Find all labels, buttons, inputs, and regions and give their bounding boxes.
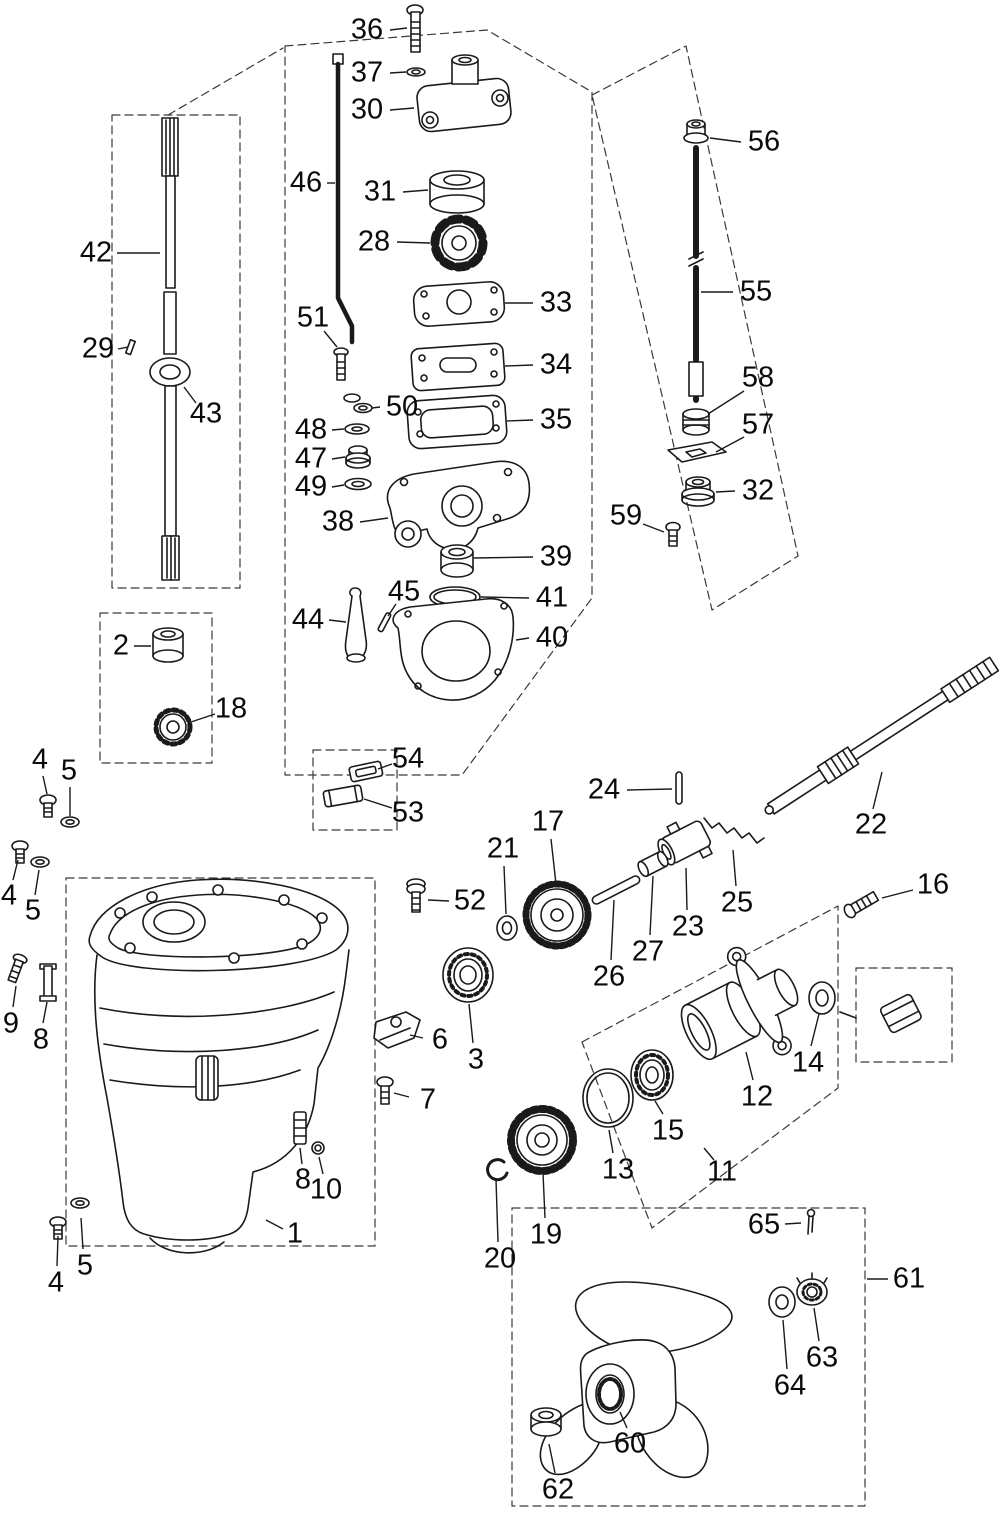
part-anode-8b: [293, 1111, 307, 1145]
part-gasket-40: [392, 597, 515, 701]
part-bolt-4c: [49, 1216, 67, 1240]
part-bolt-7: [376, 1076, 394, 1105]
group-boundary-boxes: [65, 29, 953, 1507]
part-bolt-52: [406, 878, 426, 913]
part-nut-10: [311, 1141, 325, 1155]
part-washer-49: [344, 477, 372, 491]
part-cap-56: [683, 119, 709, 144]
part-washer-48: [344, 423, 370, 435]
part-washer-5b: [30, 856, 50, 868]
part-forward-gear-17: [522, 880, 592, 950]
part-rod-26: [591, 875, 641, 905]
part-pin-24: [676, 772, 682, 804]
part-pump-base-38: [386, 460, 531, 551]
part-bushing-32: [681, 476, 715, 507]
part-shift-rod-rear: [665, 119, 727, 547]
part-pinion-gear: [153, 707, 193, 747]
part-oring-13: [582, 1068, 634, 1128]
part-pin-45: [377, 612, 392, 633]
part-propeller-group: [530, 1208, 828, 1479]
part-bolt-51: [333, 347, 349, 381]
part-pin-29: [126, 340, 135, 355]
part-shift-rod-front: [332, 53, 373, 491]
part-bolt-59: [665, 521, 681, 547]
part-washer-64: [768, 1286, 796, 1318]
part-clutch-group: [591, 772, 764, 905]
part-water-pump: [344, 4, 531, 701]
part-washer-5c: [70, 1197, 90, 1209]
part-prop-shaft: [764, 656, 1000, 815]
part-clip-53: [322, 784, 364, 808]
part-bearing-carrier: [680, 946, 799, 1061]
part-bearing-2: [152, 627, 184, 663]
part-driveshaft: [126, 117, 191, 581]
part-spring-25: [704, 818, 764, 843]
part-bolt-16: [843, 890, 880, 919]
part-washer-37: [406, 67, 426, 77]
part-cotter-pin-65: [806, 1208, 816, 1235]
part-seal-39: [440, 544, 474, 578]
part-clip-54: [348, 760, 384, 783]
part-reverse-gear-19: [507, 1105, 577, 1175]
part-propeller: [539, 1281, 733, 1479]
part-washers-50: [343, 393, 373, 414]
part-gasket-33: [412, 281, 506, 327]
part-washer-21: [496, 915, 518, 941]
part-boot-44: [344, 587, 368, 663]
part-gearcase-housing: [88, 878, 350, 1254]
part-seal-14: [808, 981, 836, 1015]
part-washer-5a: [60, 816, 80, 828]
part-grommet-47: [345, 445, 371, 469]
part-anode-6: [373, 1011, 421, 1049]
part-impeller-28: [430, 214, 488, 272]
part-spacer-63: [796, 1272, 828, 1306]
part-bearing-15: [630, 1049, 674, 1101]
part-bolt-4b: [11, 840, 29, 864]
part-pump-housing-30: [416, 54, 512, 133]
connector-line: [840, 1012, 856, 1018]
part-gasket-35: [406, 394, 508, 450]
part-bushing-27: [637, 850, 669, 878]
part-bolt-9: [7, 953, 28, 984]
part-bolt-36: [406, 4, 424, 53]
part-thrust-hub-62: [530, 1407, 562, 1437]
part-clutch-dog-23: [657, 820, 713, 866]
part-anode-8a: [39, 963, 57, 1002]
part-insert-cup-31: [429, 170, 485, 214]
part-mount-damper: [879, 993, 922, 1034]
part-bearing-3: [442, 947, 494, 1003]
part-snap-ring-20: [486, 1158, 509, 1182]
part-plate-34: [410, 342, 506, 392]
part-seal-58: [682, 408, 710, 436]
part-bolt-4a: [39, 794, 57, 818]
